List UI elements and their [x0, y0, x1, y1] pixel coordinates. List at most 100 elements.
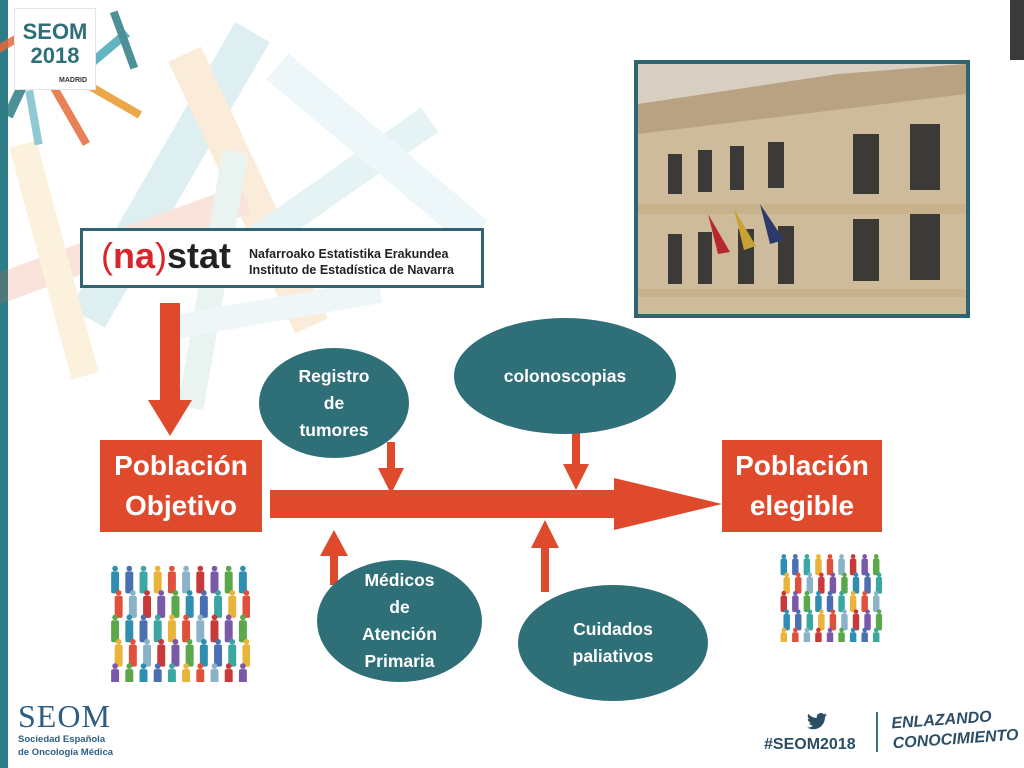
person-figure [841, 609, 848, 631]
ellipse-line: de [389, 597, 410, 617]
box-line-2: Objetivo [124, 490, 237, 521]
person-figure [861, 554, 868, 576]
person-figure [214, 638, 223, 667]
medicos-atencion-primaria-ellipse: Médicos de Atención Primaria [317, 560, 482, 682]
person-figure [128, 638, 137, 667]
person-figure [182, 565, 191, 594]
ellipse-line: Registro [298, 365, 370, 386]
person-figure [838, 590, 845, 613]
ellipse-line: Primaria [364, 651, 435, 671]
person-figure [875, 572, 882, 594]
person-figure [849, 554, 857, 576]
person-figure [780, 554, 788, 576]
person-figure [214, 590, 223, 618]
footer-org-sub-1: Sociedad Española [18, 734, 106, 745]
person-figure [792, 590, 799, 613]
person-figure [182, 614, 191, 643]
ellipse-line: Cuidados [573, 619, 653, 639]
person-figure [153, 565, 162, 594]
person-figure [849, 627, 857, 642]
person-figure [143, 638, 152, 667]
person-figure [829, 572, 837, 594]
person-figure [139, 565, 148, 594]
person-figure [815, 590, 822, 613]
ellipse-line: Atención [362, 624, 437, 644]
person-figure [780, 590, 788, 613]
person-figure [171, 638, 180, 667]
people-crowd-icon [111, 565, 250, 682]
person-figure [199, 590, 208, 618]
footer-divider [876, 712, 878, 752]
person-figure [210, 565, 219, 594]
ellipse-line: tumores [299, 419, 369, 440]
person-figure [238, 663, 247, 682]
person-figure [875, 609, 882, 631]
person-figure [783, 572, 790, 594]
person-figure [167, 614, 176, 643]
person-figure [114, 590, 123, 618]
hashtag-text: #SEOM2018 [764, 736, 856, 753]
person-figure [157, 638, 166, 667]
person-figure [224, 565, 233, 594]
person-figure [829, 609, 837, 631]
person-figure [783, 609, 790, 631]
person-figure [185, 638, 194, 667]
person-figure [157, 590, 166, 618]
seom-footer-logo: SEOM Sociedad Española de Oncología Médi… [18, 700, 113, 758]
ellipse-line: de [323, 392, 345, 413]
nastat-line-2: Instituto de Estadística de Navarra [249, 263, 454, 277]
person-figure [224, 614, 233, 643]
person-figure [171, 590, 180, 618]
person-figure [861, 590, 868, 613]
person-figure [167, 565, 176, 594]
person-figure [826, 627, 834, 642]
ellipse-line: colonoscopias [503, 365, 627, 386]
footer-org-sub-2: de Oncología Médica [18, 747, 114, 758]
person-figure [803, 590, 811, 613]
person-figure [224, 663, 233, 682]
poblacion-elegible-box: Población elegible [722, 440, 882, 532]
person-figure [238, 614, 247, 643]
person-figure [838, 554, 845, 576]
left-accent-bar [0, 0, 8, 768]
logo-year: 2018 [30, 43, 80, 68]
person-figure [196, 663, 205, 682]
ellipse-line: paliativos [572, 646, 654, 666]
registro-tumores-ellipse: Registro de tumores [259, 348, 409, 458]
person-figure [852, 572, 860, 594]
person-figure [143, 590, 152, 618]
cuidados-paliativos-ellipse: Cuidados paliativos [518, 585, 708, 701]
seom2018-logo: SEOM 2018 MADRID [14, 8, 96, 90]
person-figure [125, 565, 134, 594]
right-corner-tab [1010, 0, 1024, 60]
person-figure [872, 590, 880, 613]
person-figure [228, 638, 237, 667]
person-figure [153, 614, 162, 643]
logo-city: MADRID [59, 77, 87, 84]
person-figure [815, 554, 822, 576]
footer-org-name: SEOM [18, 698, 111, 734]
person-figure [111, 614, 120, 643]
box-line-1: Población [114, 450, 248, 481]
person-figure [182, 663, 191, 682]
person-figure [794, 609, 802, 631]
box-line-1: Población [735, 450, 869, 481]
person-figure [838, 627, 845, 642]
person-figure [242, 590, 250, 618]
colonoscopias-ellipse: colonoscopias [454, 318, 676, 434]
person-figure [114, 638, 123, 667]
person-figure [196, 614, 205, 643]
person-figure [826, 590, 834, 613]
person-figure [153, 663, 162, 682]
person-figure [794, 572, 802, 594]
person-figure [872, 554, 880, 576]
person-figure [139, 614, 148, 643]
person-figure [861, 627, 868, 642]
person-figure [228, 590, 237, 618]
twitter-icon[interactable] [806, 712, 828, 732]
person-figure [815, 627, 822, 642]
person-figure [818, 609, 825, 631]
ellipse-line: Médicos [364, 570, 435, 590]
person-figure [864, 572, 871, 594]
